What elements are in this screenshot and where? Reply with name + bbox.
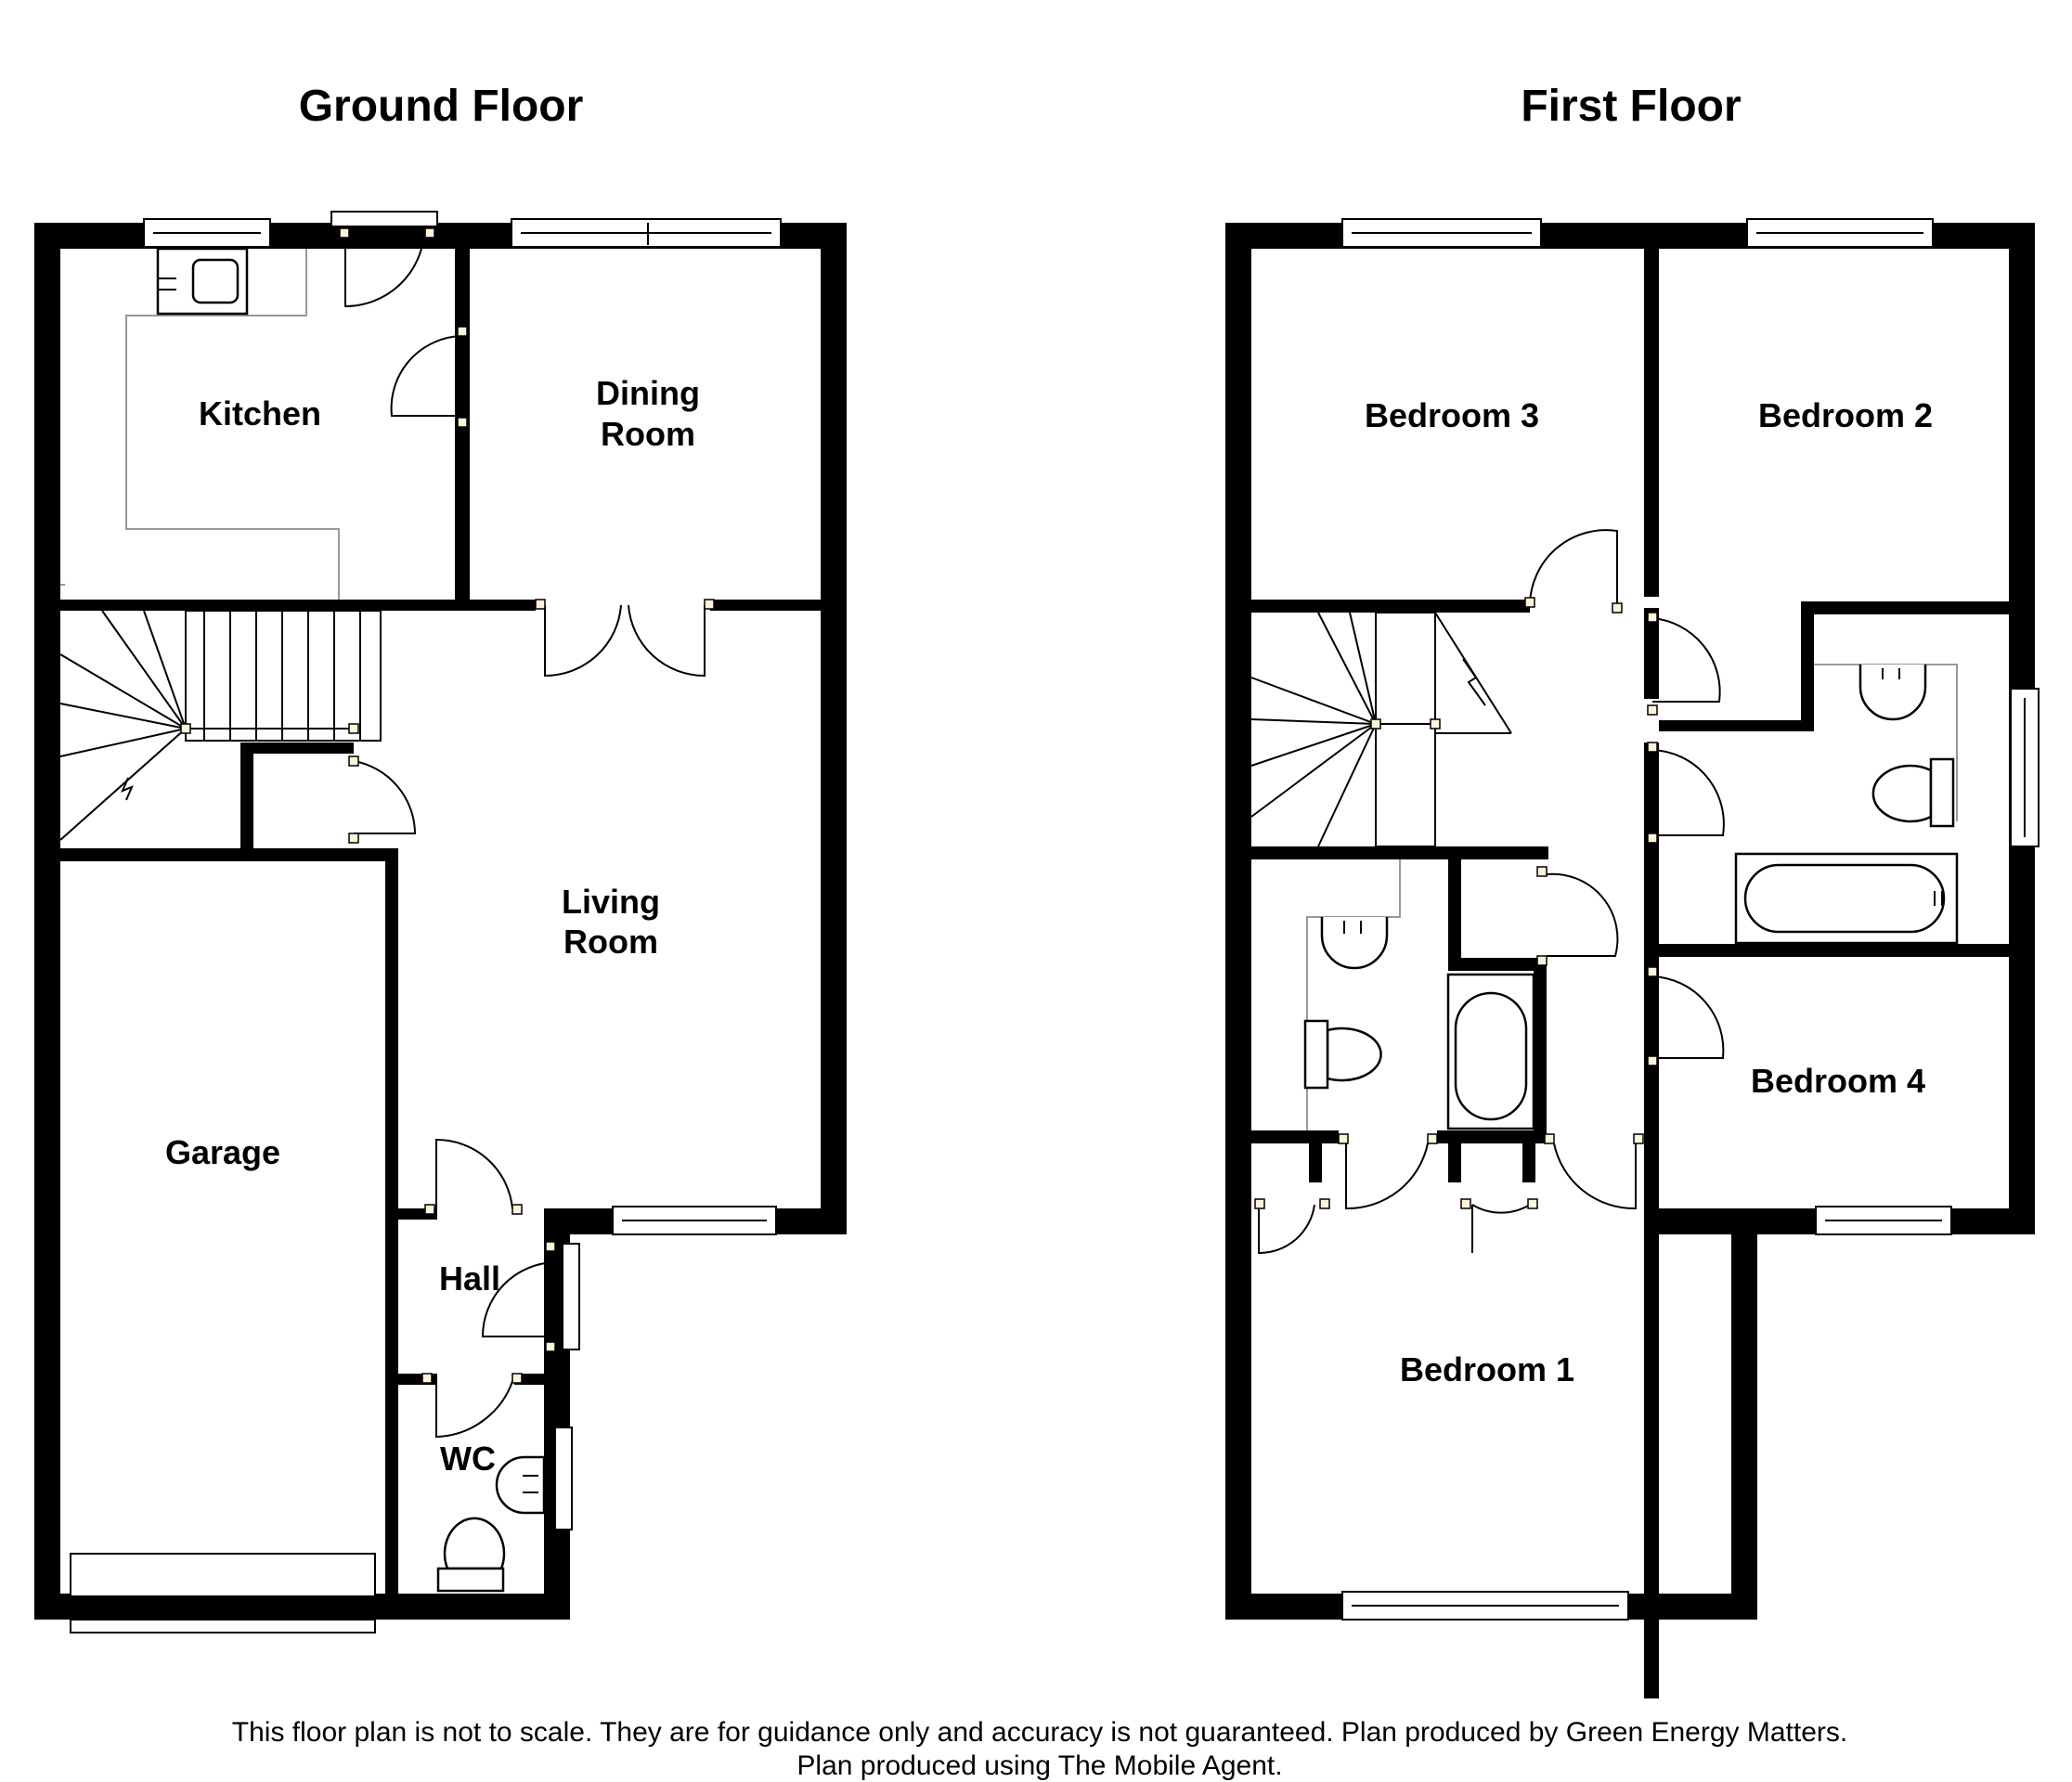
wc-basin xyxy=(495,1455,546,1515)
dining-room-label-line2: Room xyxy=(601,415,695,453)
ground-floor-title: Ground Floor xyxy=(299,82,584,131)
first-floor-title: First Floor xyxy=(1521,82,1741,131)
bedroom3-label: Bedroom 3 xyxy=(1365,396,1539,434)
living-room-label-line1: Living xyxy=(562,883,660,921)
wc-window xyxy=(554,1427,573,1530)
wc-label: WC xyxy=(440,1440,496,1478)
kitchen-label: Kitchen xyxy=(199,394,321,433)
bedroom2-label: Bedroom 2 xyxy=(1758,396,1933,434)
bathroom-basin xyxy=(1858,665,1927,721)
living-room-label-line2: Room xyxy=(563,923,658,961)
hall-window xyxy=(562,1243,580,1350)
bedroom1-label: Bedroom 1 xyxy=(1400,1350,1574,1388)
bathroom-toilet xyxy=(1871,764,1933,823)
garage-door xyxy=(70,1553,376,1597)
first-staircase xyxy=(1250,612,1512,847)
disclaimer-line2: Plan produced using The Mobile Agent. xyxy=(796,1750,1282,1781)
bedroom4-label: Bedroom 4 xyxy=(1751,1062,1925,1100)
hall-label: Hall xyxy=(439,1259,500,1298)
ensuite-toilet xyxy=(1326,1027,1382,1082)
ground-floor-plan xyxy=(34,211,847,1634)
dining-room-label-line1: Dining xyxy=(596,374,700,412)
ground-staircase xyxy=(59,610,382,841)
first-floor-plan xyxy=(1225,218,2040,1698)
disclaimer-line1: This floor plan is not to scale. They ar… xyxy=(232,1717,1847,1748)
kitchen-door-frame xyxy=(330,211,438,227)
ensuite-basin xyxy=(1320,917,1389,970)
wc-toilet xyxy=(443,1517,506,1570)
garage-label: Garage xyxy=(165,1133,280,1171)
